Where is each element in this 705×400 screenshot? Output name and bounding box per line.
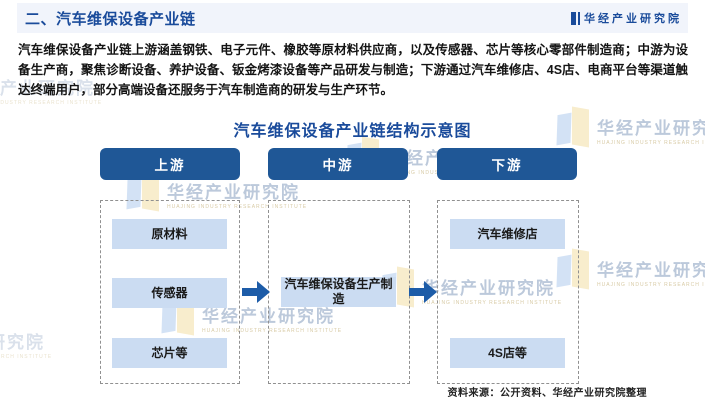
upstream-node-sensors: 传感器 [112,278,227,308]
stage-pill-upstream: 上游 [100,148,240,180]
brand-name: 华经产业研究院 [584,13,682,25]
downstream-node-4s-stores: 4S店等 [450,338,565,368]
brand-logo-icon [571,11,580,25]
header-band: 二、汽车维保设备产业链 华经产业研究院 [17,3,688,33]
upstream-node-chips: 芯片等 [112,338,227,368]
brand-logo: 华经产业研究院 [571,10,688,26]
diagram-title: 汽车维保设备产业链结构示意图 [233,123,472,140]
midstream-container: 汽车维保设备生产制造 [268,200,410,384]
flow-arrow-icon [242,281,270,303]
stage-pill-downstream: 下游 [437,148,577,180]
stage-pill-midstream: 中游 [268,148,408,180]
midstream-node-manufacturing: 汽车维保设备生产制造 [281,277,396,307]
flow-arrow-icon [409,281,437,303]
page-title: 二、汽车维保设备产业链 [25,10,196,28]
downstream-container: 汽车维修店 4S店等 [437,200,579,384]
downstream-node-repair-shops: 汽车维修店 [450,219,565,249]
intro-paragraph: 汽车维保设备产业链上游涵盖钢铁、电子元件、橡胶等原材料供应商，以及传感器、芯片等… [18,43,688,97]
upstream-container: 原材料 传感器 芯片等 [100,200,240,384]
upstream-node-raw-materials: 原材料 [112,219,227,249]
source-note: 资料来源：公开资料、华经产业研究院整理 [447,388,647,399]
